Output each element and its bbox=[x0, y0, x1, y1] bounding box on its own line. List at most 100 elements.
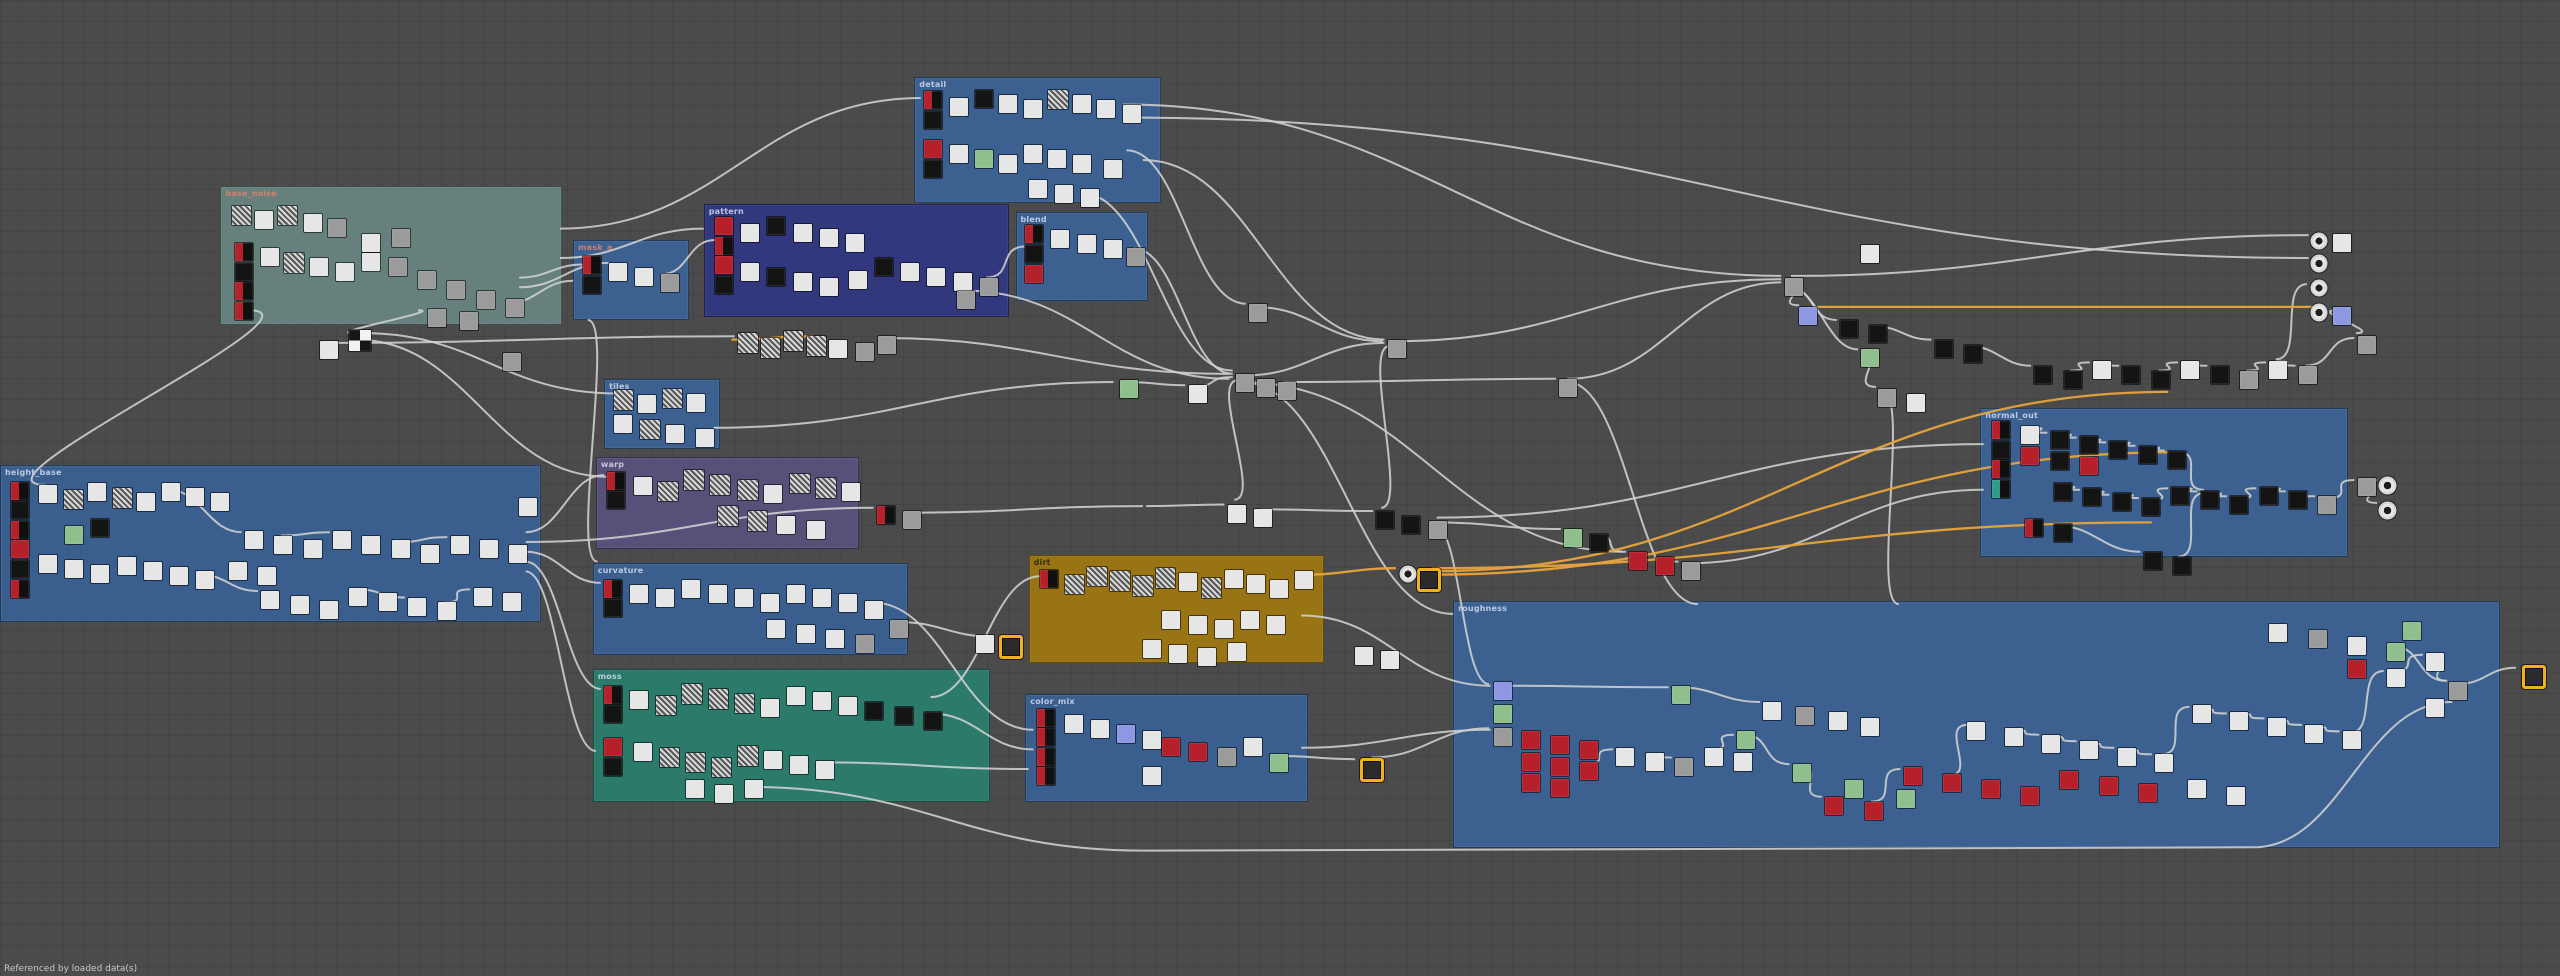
node-w[interactable] bbox=[1023, 145, 1042, 164]
node-gr[interactable] bbox=[1737, 731, 1756, 750]
node-w[interactable] bbox=[744, 780, 763, 799]
node-d[interactable] bbox=[1964, 344, 1983, 363]
wire[interactable] bbox=[1436, 443, 1984, 519]
node-r[interactable] bbox=[2080, 457, 2098, 476]
node-w[interactable] bbox=[333, 530, 352, 549]
node-w[interactable] bbox=[950, 145, 969, 164]
node-w[interactable] bbox=[1247, 574, 1266, 593]
wire[interactable] bbox=[587, 319, 599, 563]
node-d[interactable] bbox=[2173, 556, 2192, 575]
node-w[interactable] bbox=[950, 98, 969, 116]
node-w[interactable] bbox=[161, 483, 180, 502]
node-w[interactable] bbox=[813, 589, 832, 608]
node-w[interactable] bbox=[261, 591, 280, 609]
node-g[interactable] bbox=[447, 280, 466, 299]
node-w[interactable] bbox=[349, 587, 368, 606]
node-g[interactable] bbox=[1681, 561, 1700, 580]
wire[interactable] bbox=[1567, 381, 1699, 606]
node-pt[interactable] bbox=[684, 470, 704, 490]
view-output-icon[interactable] bbox=[2311, 233, 2327, 249]
node-w[interactable] bbox=[2342, 731, 2361, 750]
node-pt[interactable] bbox=[662, 388, 683, 409]
node-g[interactable] bbox=[2449, 682, 2467, 701]
node-d[interactable] bbox=[2259, 486, 2278, 505]
node-g[interactable] bbox=[855, 635, 874, 654]
node-w[interactable] bbox=[2117, 747, 2136, 766]
node-pt[interactable] bbox=[708, 689, 729, 709]
node-r[interactable] bbox=[1580, 762, 1599, 781]
node-g[interactable] bbox=[1784, 277, 1803, 296]
node-w[interactable] bbox=[303, 213, 322, 232]
node-g[interactable] bbox=[418, 271, 436, 289]
node-pt[interactable] bbox=[277, 205, 298, 226]
node-r[interactable] bbox=[2138, 783, 2157, 802]
node-w[interactable] bbox=[2226, 786, 2245, 805]
node-rs[interactable] bbox=[235, 282, 254, 301]
node-rs[interactable] bbox=[1036, 767, 1055, 786]
wire[interactable] bbox=[1949, 723, 1968, 777]
node-w[interactable] bbox=[1023, 99, 1042, 118]
node-w[interactable] bbox=[2426, 653, 2445, 672]
node-w[interactable] bbox=[2267, 718, 2286, 737]
node-r[interactable] bbox=[11, 540, 30, 559]
node-d[interactable] bbox=[2112, 493, 2131, 512]
wire[interactable] bbox=[355, 338, 608, 478]
wire[interactable] bbox=[519, 263, 583, 279]
node-pt[interactable] bbox=[659, 747, 680, 768]
node-rs[interactable] bbox=[876, 506, 895, 525]
node-w[interactable] bbox=[1244, 738, 1263, 756]
node-rs[interactable] bbox=[11, 579, 30, 598]
node-r[interactable] bbox=[1629, 551, 1648, 570]
node-r[interactable] bbox=[715, 256, 734, 275]
node-w[interactable] bbox=[2080, 741, 2098, 760]
view-output-icon[interactable] bbox=[2311, 256, 2327, 271]
node-d[interactable] bbox=[924, 160, 943, 178]
wire[interactable] bbox=[821, 761, 1029, 770]
node-g[interactable] bbox=[391, 228, 410, 247]
wire[interactable] bbox=[1228, 379, 1244, 501]
node-d[interactable] bbox=[582, 275, 601, 294]
wire[interactable] bbox=[1146, 503, 1225, 508]
node-w[interactable] bbox=[901, 262, 920, 281]
node-r[interactable] bbox=[1825, 796, 1844, 815]
node-gr[interactable] bbox=[1897, 790, 1916, 809]
wire[interactable] bbox=[930, 712, 1034, 751]
node-w[interactable] bbox=[613, 414, 632, 433]
node-pt[interactable] bbox=[640, 419, 660, 440]
wire[interactable] bbox=[871, 601, 1034, 731]
node-d[interactable] bbox=[11, 560, 30, 578]
node-g[interactable] bbox=[388, 258, 407, 276]
wire[interactable] bbox=[2305, 337, 2355, 367]
node-w[interactable] bbox=[2269, 623, 2288, 642]
wire[interactable] bbox=[1283, 377, 1556, 383]
node-r[interactable] bbox=[924, 140, 943, 159]
output-node[interactable] bbox=[1417, 568, 1442, 593]
node-pt[interactable] bbox=[711, 757, 732, 778]
node-pt[interactable] bbox=[783, 331, 804, 351]
node-g[interactable] bbox=[2357, 336, 2376, 355]
wire[interactable] bbox=[525, 506, 874, 543]
wire[interactable] bbox=[2158, 361, 2179, 372]
node-w[interactable] bbox=[310, 258, 329, 276]
node-w[interactable] bbox=[1861, 718, 1880, 737]
node-d[interactable] bbox=[2230, 496, 2249, 515]
wire[interactable] bbox=[2161, 705, 2190, 756]
node-pt[interactable] bbox=[738, 333, 758, 353]
node-w[interactable] bbox=[976, 635, 995, 654]
node-w[interactable] bbox=[1224, 569, 1243, 588]
node-d[interactable] bbox=[607, 491, 626, 510]
node-w[interactable] bbox=[421, 545, 440, 564]
node-d[interactable] bbox=[875, 258, 894, 276]
node-w[interactable] bbox=[1227, 504, 1246, 523]
node-pt[interactable] bbox=[816, 478, 836, 498]
node-w[interactable] bbox=[2192, 705, 2211, 724]
node-w[interactable] bbox=[685, 780, 704, 799]
node-d[interactable] bbox=[2122, 365, 2141, 384]
node-w[interactable] bbox=[1227, 643, 1246, 662]
node-w[interactable] bbox=[927, 267, 946, 286]
node-w[interactable] bbox=[378, 592, 397, 611]
node-pt[interactable] bbox=[63, 489, 84, 510]
node-pt[interactable] bbox=[1110, 571, 1130, 591]
node-r[interactable] bbox=[1580, 741, 1599, 760]
node-w[interactable] bbox=[2181, 360, 2200, 379]
